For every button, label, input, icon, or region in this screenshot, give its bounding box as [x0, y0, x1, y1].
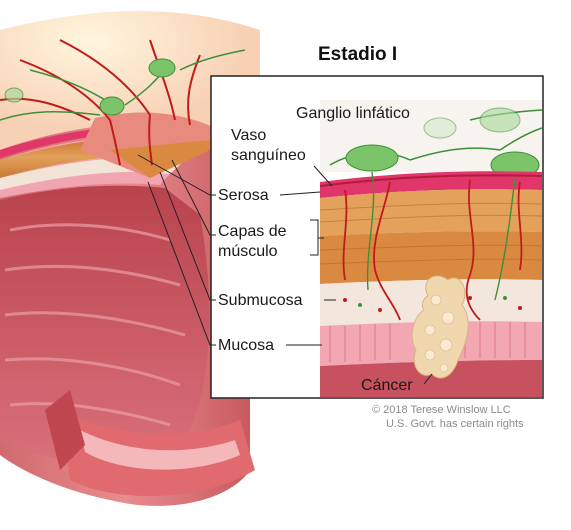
label-submucosa: Submucosa [218, 292, 303, 309]
lymph-node [423, 117, 457, 139]
label-muscle-line1: Capas de [218, 223, 287, 240]
lymph-node-small [4, 87, 24, 103]
label-blood-vessel-line2: sanguíneo [231, 147, 306, 164]
lymph-node [479, 107, 521, 133]
label-mucosa: Mucosa [218, 337, 275, 354]
lower-ring-inner [45, 390, 85, 470]
label-lymph-node: Ganglio linfático [296, 105, 410, 122]
lymph-node [345, 144, 399, 172]
colon-lumen [0, 185, 210, 464]
lower-ring-face [80, 430, 240, 470]
lymph-node-small [99, 96, 125, 116]
inset-tissue [319, 100, 543, 397]
stage-title: Estadio I [318, 44, 398, 65]
rights-text: U.S. Govt. has certain rights [386, 418, 524, 430]
label-blood-vessel-line1: Vaso [231, 127, 267, 144]
label-cancer: Cáncer [361, 377, 413, 394]
mucosal-folds [4, 223, 186, 427]
label-muscle-line2: músculo [218, 243, 278, 260]
slab-muscle [110, 140, 210, 178]
leader-lines [137, 154, 433, 385]
lymph-node-small [148, 58, 176, 78]
copyright-text: © 2018 Terese Winslow LLC [372, 404, 511, 416]
label-serosa: Serosa [218, 187, 269, 204]
